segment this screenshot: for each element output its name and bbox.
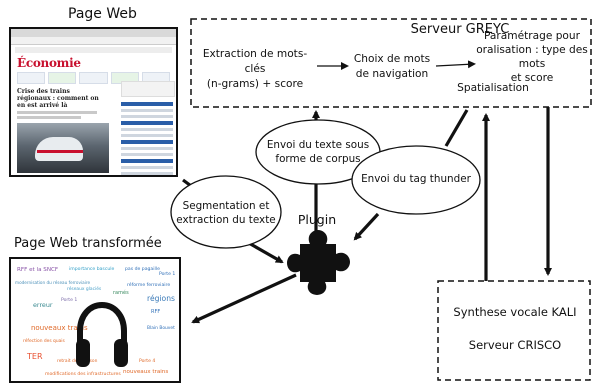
puzzle-icon [287,230,350,295]
cloud-word: TER [27,352,43,361]
cloud-word: modernisation du réseau ferroviaire [15,280,91,285]
cloud-word: ramés [113,290,129,296]
headphones-icon [76,301,128,367]
browser-urlbar [11,37,176,45]
crisco-server-box [437,280,591,381]
serveur-crisco-label: Serveur CRISCO [468,338,562,352]
greyc-server-box [190,18,592,108]
synthese-vocale-label: Synthese vocale KALI [453,305,577,319]
arrow-segmentation-to-plugin [246,240,284,264]
cloud-word: nouveaux trains [31,324,88,332]
segmentation-ellipse [170,175,282,249]
cloud-word: réfection des quais [23,339,65,344]
cloud-word: réforme ferroviaire [127,283,171,288]
cloud-word: pas de pagaille [125,267,160,272]
cloud-word: réseaux glaciés [67,287,102,292]
article-headline: Crise des trains régionaux : comment on … [17,88,99,109]
arrow-choix-to-parametrage [435,60,476,69]
arrow-plugin-to-transformed [191,273,297,324]
greyc-server-title: Serveur GREYC [410,22,510,37]
envoi-tag-label: Envoi du tag thunder [361,173,471,185]
spatialisation-label: Spatialisation [457,82,529,94]
cloud-word: régions [147,294,175,303]
article-subline [17,111,97,114]
cloud-word: importance bascule [69,267,115,272]
cloud-word: Porte 1 [159,272,176,277]
site-nav [15,47,172,53]
plugin-label: Plugin [297,212,337,227]
envoi-tag-ellipse [351,145,481,215]
market-ticker [17,72,171,84]
ad-box [121,81,175,97]
sidebar-list [121,99,173,175]
article-photo [17,123,109,173]
page-web-transformee-title: Page Web transformée [14,236,162,251]
cloud-word: erreur [33,301,53,309]
choix-label: Choix de mots de navigation [353,53,431,80]
page-web-title: Page Web [68,6,137,22]
cloud-word: RFF [151,309,161,315]
transformed-page-wordcloud: RFF et la SNCF importance bascule pas de… [9,257,181,383]
site-brand: Économie [17,56,81,70]
browser-tabbar [11,29,176,37]
cloud-word: modifications des infrastructures [45,372,121,377]
page-web-screenshot: Économie Crise des trains régionaux : co… [9,27,178,177]
envoi-texte-label: Envoi du texte sous forme de corpus [266,139,370,165]
arrow-tag-to-plugin [353,212,380,241]
cloud-word: RFF et la SNCF [17,267,59,273]
article-subline [17,116,81,119]
parametrage-label: Paramétrage pour oralisation : type des … [476,30,588,84]
arrow-greyc-to-envoi-tag [444,109,469,147]
cloud-word: nouveaux trains [123,369,169,375]
segmentation-label: Segmentation et extraction du texte [176,200,276,226]
cloud-word: Porte 1 [61,298,78,303]
cloud-word: Blain Bouvet [147,326,175,331]
cloud-word: Porte 4 [139,359,156,364]
extraction-label: Extraction de mots-clés (n-grams) + scor… [202,48,308,90]
